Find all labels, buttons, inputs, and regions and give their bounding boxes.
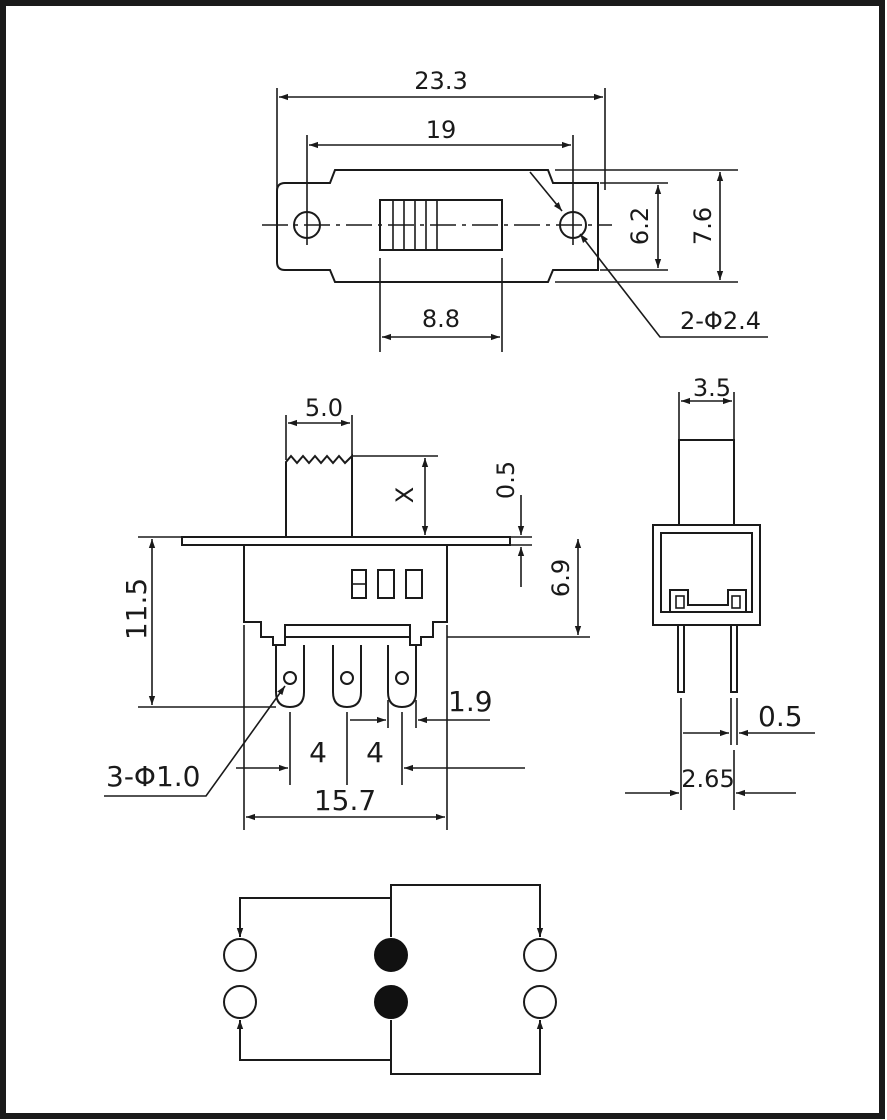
pin-callout: 3-Φ1.0 — [106, 760, 201, 793]
front-pin-right — [387, 645, 417, 709]
dim-knob-width: 5.0 — [305, 394, 343, 422]
terminal-top-right — [523, 938, 557, 972]
switch-schematic — [223, 884, 557, 1075]
front-pin-center — [332, 645, 362, 709]
dim-plate-thickness: 0.5 — [492, 461, 520, 499]
dim-slot-width: 8.8 — [422, 305, 460, 333]
dim-pin-thickness: 0.5 — [758, 700, 803, 733]
dim-body-width: 15.7 — [314, 784, 376, 817]
side-knob — [678, 439, 735, 526]
dim-pin-width: 1.9 — [448, 685, 493, 718]
front-view: 5.0 X 0.5 6.9 11.5 1.9 4 4 15.7 3-Φ1.0 — [104, 394, 590, 830]
terminal-top-left — [223, 938, 257, 972]
terminal-top-center — [374, 938, 408, 972]
top-flange-outline — [276, 169, 599, 283]
dim-body-height: 6.9 — [547, 559, 575, 597]
side-body-inner — [660, 532, 753, 613]
front-body — [243, 545, 448, 646]
terminal-bottom-center — [374, 985, 408, 1019]
side-pin-right — [730, 624, 738, 693]
dim-overall-height: 7.6 — [689, 207, 717, 245]
side-body-outer — [652, 524, 761, 626]
dim-inner-height: 6.2 — [626, 207, 654, 245]
dim-knob-depth: 3.5 — [693, 374, 731, 402]
terminal-bottom-right — [523, 985, 557, 1019]
dim-pin-pitch-right: 4 — [366, 736, 384, 769]
hole-callout: 2-Φ2.4 — [680, 307, 761, 335]
dim-total-height: 11.5 — [120, 578, 153, 640]
dim-pin-pitch-left: 4 — [309, 736, 327, 769]
dim-overall-width: 23.3 — [414, 67, 467, 95]
front-plate — [181, 536, 511, 546]
front-pin-left — [275, 645, 305, 709]
dim-knob-travel: X — [391, 487, 419, 503]
dim-pin-spacing: 2.65 — [681, 765, 734, 793]
front-knob — [285, 453, 353, 537]
side-view: 3.5 0.5 2.65 — [625, 374, 815, 810]
dim-hole-pitch: 19 — [426, 116, 457, 144]
top-view: 23.3 19 6.2 7.6 8.8 2-Φ2.4 — [262, 67, 768, 352]
terminal-bottom-left — [223, 985, 257, 1019]
side-pin-left — [677, 624, 685, 693]
